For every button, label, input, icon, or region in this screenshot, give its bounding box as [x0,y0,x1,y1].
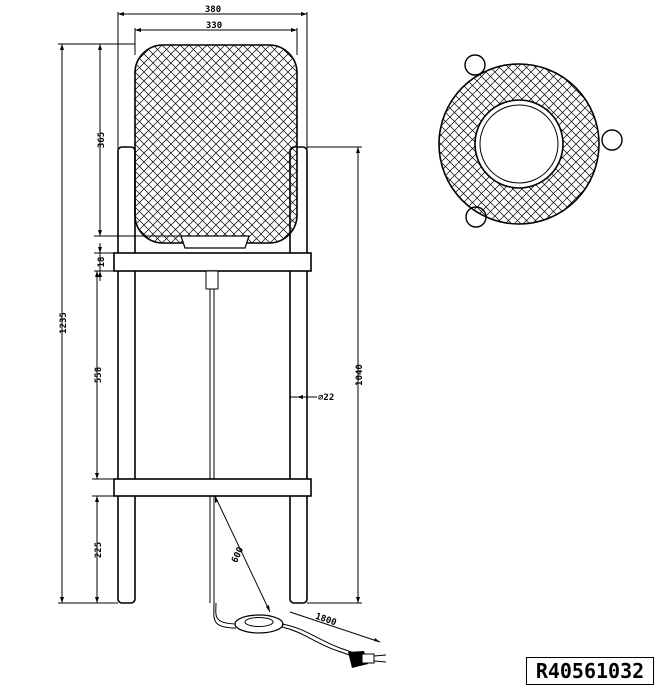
frame-posts [117,146,308,604]
center-cord [205,270,219,603]
post-height-dimension [307,146,362,604]
front-view: 380 330 1235 365 [58,5,387,668]
cord-to-switch-label: 600 [230,546,246,565]
shelf-thickness-label: 18 [97,257,107,268]
total-height-label: 1235 [59,312,69,334]
post-diameter-leader [290,395,317,399]
cord-to-plug-label: 1800 [314,612,338,629]
width-dimensions [117,12,308,150]
shade-width-label: 330 [206,21,222,31]
shade-height-label: 365 [97,132,107,148]
post-height-label: 1040 [355,364,365,386]
switch-cord [213,495,387,668]
middle-span-label: 558 [94,367,104,383]
bottom-height-label: 225 [94,542,104,558]
lamp-shade [134,44,298,249]
shelves [113,252,312,497]
outer-width-label: 380 [205,5,221,15]
height-dimensions [58,43,185,604]
post-diameter-label: ⌀22 [318,393,334,403]
model-code-box: R40561032 [526,657,654,685]
top-view [438,54,623,228]
